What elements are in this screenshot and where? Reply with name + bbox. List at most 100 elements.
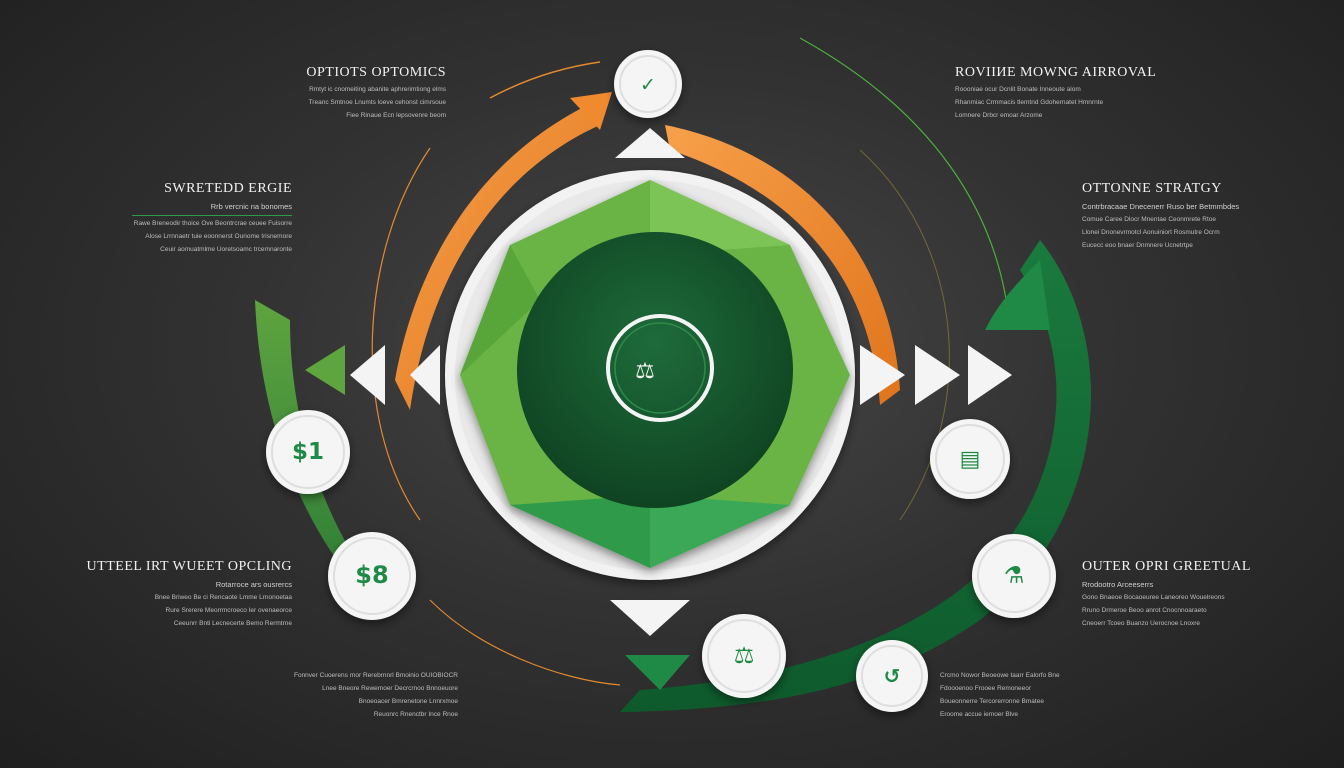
label-bottom-center-right: Crcmo Nowor Beoeowe taarr Ealorfo Bne Fd… (940, 668, 1180, 720)
label-body-line: Rawe Breneodir thoice Ove Beontrcrae ceu… (133, 220, 292, 227)
label-title: OPTIOТS OPTOMICS (306, 65, 446, 80)
arrow-right (860, 345, 905, 405)
icon-badge-rim (935, 424, 1005, 494)
chart-icon: ▤ (960, 447, 981, 472)
orange-ribbon-left-head (570, 92, 612, 130)
icon-badge-circle (930, 419, 1010, 499)
label-title: ROVIIИE MOWNG AIRROVAL (955, 65, 1157, 80)
scale-icon: ⚖ (734, 643, 755, 669)
icon-badge-circle (328, 532, 416, 620)
label-body-line: Eroome accue iemoer Blve (940, 711, 1019, 718)
label-body-line: Eucecc eoo bnaer Dnmnere Ucnetrtpe (1082, 242, 1193, 249)
icon-badge-circle (856, 640, 928, 712)
label-body-line: Bnee Briweo Be ci Rencaote Lmme Lrnonoet… (154, 594, 292, 601)
arrow-left-inner (410, 345, 440, 405)
icon-badge-rim (271, 415, 345, 489)
icon-badge: ⚖ (702, 614, 786, 698)
label-title: SWRETEDD ERGIE (164, 181, 292, 196)
icon-badge-rim (861, 645, 923, 707)
icon-badge: ✓ (614, 50, 682, 118)
icon-badge-rim (707, 619, 781, 693)
label-bottom-right: OUTER OPRI GREETUAL Rrodootro Arceeserrs… (1082, 558, 1322, 629)
orange-guide-arc-left (371, 147, 431, 521)
label-body-line: Rmtyt ic cnomeiting abanite aphrerimtion… (309, 86, 446, 93)
label-body-line: Gono Bnaeoe Bocaoeuree Laneoreo Wouelreo… (1082, 594, 1225, 601)
label-body-line: Lnee Bneore Rewemoer Decrcrnoo Bnnoeuore (322, 685, 458, 692)
label-body-line: Reuonrc Rnenctbr Ince Rnoe (373, 711, 458, 718)
orange-ribbon-left (395, 95, 610, 410)
label-subtitle: Rotarroce ars ousrercs (215, 580, 292, 589)
arrow-up (615, 128, 685, 158)
star-facet-left (460, 245, 540, 375)
icon-badge-circle (614, 50, 682, 118)
label-rule (132, 215, 292, 216)
label-body-line: Fiee Rinaue Ecn lepsovenre beom (346, 112, 446, 119)
olive-guide-arc (859, 149, 950, 521)
arrow-left (350, 345, 385, 405)
label-top-left: OPTIOТS OPTOMICS Rmtyt ic cnomeiting aba… (206, 64, 446, 121)
icon-badge: $8 (328, 532, 416, 620)
label-body-line: Fonnver Cuoerens rnor Rerebrnnrl Bmoinio… (293, 672, 458, 679)
center-ring-inner (614, 322, 706, 414)
label-bottom-left: UTTEEL IRT WUEET OPCLING Rotarroce ars o… (52, 558, 292, 629)
label-body-line: Crcmo Nowor Beoeowe taarr Ealorfo Bne (940, 672, 1060, 679)
icon-badge-rim (333, 537, 411, 615)
label-body-line: Alose Lrrnnaetr tuie eoonnerst Ounome Ir… (145, 233, 292, 240)
star-facet-bottom-right (650, 495, 790, 568)
label-body-line: Rruno Drmeroe Beoo anrot Cnocnnoaraeto (1082, 607, 1207, 614)
label-subtitle: Rrb vercnic na bonomes (210, 202, 292, 211)
svg-text:⚖: ⚖ (635, 359, 655, 384)
label-title: UTTEEL IRT WUEET OPCLING (86, 559, 292, 574)
bottom-green-arrowhead (625, 655, 690, 690)
label-body-line: Rure Srerere Meorrmcroeco Ier ovenaeorce (165, 607, 292, 614)
label-body-line: Lomnere Drbcr emoar Arzome (955, 112, 1043, 119)
icon-badge-circle (702, 614, 786, 698)
dollar-icon: $8 (355, 561, 388, 589)
dollar-icon: $1 (292, 439, 324, 465)
label-body-line: Ceuir aomuatmlme Uoretsoamc trcemnaronte (160, 246, 292, 253)
icon-badge-circle (266, 410, 350, 494)
icon-badge: ▤ (930, 419, 1010, 499)
label-bottom-center-left: Fonnver Cuoerens rnor Rerebrnnrl Bmoinio… (218, 668, 458, 720)
icon-badge: ⚗ (972, 534, 1056, 618)
label-body-line: Treanc Smtnoe Lnumts loeve cehonst cimrs… (308, 99, 446, 106)
label-subtitle: Rrodootro Arceeserrs (1082, 580, 1154, 589)
arrow-down (610, 600, 690, 636)
left-green-ribbon (255, 300, 390, 610)
cycle-icon: ↺ (884, 664, 901, 688)
center-disk (517, 232, 793, 508)
icon-badge: $1 (266, 410, 350, 494)
label-title: OUTER OPRI GREETUAL (1082, 559, 1251, 574)
star-facet-bottom-left (510, 495, 650, 568)
label-body-line: Llonei Dnonevrmotcl Aonuiniort Rosmutre … (1082, 229, 1220, 236)
label-body-line: Ceeunrr Bnti Lecnecerte Bemo Rermtrne (173, 620, 292, 627)
label-body-line: Cneoerr Tcoeo Buanzo Uerocnoe Lnoxre (1082, 620, 1201, 627)
left-green-arrowhead (305, 345, 345, 395)
icon-badge-circle (972, 534, 1056, 618)
right-green-ribbon-tip (985, 260, 1050, 330)
orange-guide-arc-bottom (429, 599, 621, 686)
label-body-line: Rhanmiac Crmmacis tlemtnd Gdohernatet Hm… (955, 99, 1104, 106)
label-top-right: ROVIIИE MOWNG AIRROVAL Roooniae ocur Dcn… (955, 64, 1195, 121)
flask-icon: ⚗ (1004, 563, 1025, 589)
label-subtitle: Contrbracaae Dnecenerr Ruso ber Betmmbde… (1082, 202, 1240, 211)
arrow-right-2 (915, 345, 960, 405)
center-icon: ⚖ (635, 359, 655, 384)
icon-badge: ↺ (856, 640, 928, 712)
check-icon: ✓ (640, 74, 656, 96)
label-body-line: Bnoeoacer Bmrenetone Lnnrxmoe (358, 698, 458, 705)
right-green-ribbon (620, 240, 1091, 712)
label-mid-left: SWRETEDD ERGIE Rrb vercnic na bonomes Ra… (52, 180, 292, 255)
orange-ribbon-right (665, 125, 900, 405)
label-body-line: Roooniae ocur Dcnlit Bonate Inneoute alo… (955, 86, 1081, 93)
label-title: OTTONNE STRATGY (1082, 181, 1222, 196)
green-guide-arc (799, 37, 1011, 331)
arrow-right-3 (968, 345, 1012, 405)
label-mid-right: OTTONNE STRATGY Contrbracaae Dnecenerr R… (1082, 180, 1322, 251)
label-body-line: Fdoooenoo Frooee Remoneeor (940, 685, 1032, 692)
center-ring (606, 314, 714, 422)
icon-badge-rim (977, 539, 1051, 613)
label-body-line: Comue Caree Dlocr Mnentae Ceonmrete Rtoe (1082, 216, 1217, 223)
label-body-line: Boueonnerre Tercorerronne Bmatee (940, 698, 1044, 705)
